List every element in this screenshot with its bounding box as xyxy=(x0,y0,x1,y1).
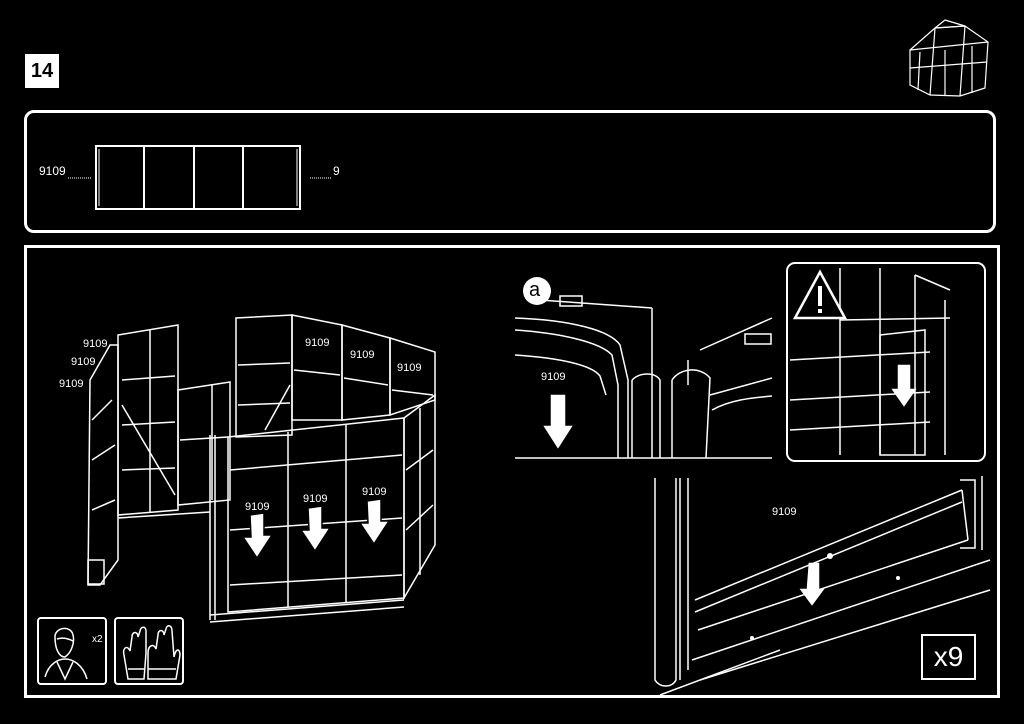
part-quantity-label: 9 xyxy=(333,164,340,178)
top-label-2: 9109 xyxy=(350,349,375,361)
step-number: 14 xyxy=(25,54,59,88)
detail-a-marker: a xyxy=(529,279,541,301)
helpers-count: x2 xyxy=(92,634,103,645)
top-label-1: 9109 xyxy=(305,337,330,349)
bottom-detail-label: 9109 xyxy=(772,506,797,518)
part-code-label: 9109 xyxy=(39,164,66,178)
arrow-label-1: 9109 xyxy=(245,501,270,513)
arrow-label-3: 9109 xyxy=(362,486,387,498)
two-person-icon: x2 xyxy=(37,617,107,685)
arrow-label-2: 9109 xyxy=(303,493,328,505)
top-label-3: 9109 xyxy=(397,362,422,374)
parts-panel xyxy=(24,110,996,233)
left-label-3: 9109 xyxy=(59,378,84,390)
left-label-1: 9109 xyxy=(83,338,108,350)
repeat-count-badge: x9 xyxy=(921,634,976,680)
left-label-2: 9109 xyxy=(71,356,96,368)
gloves-icon xyxy=(114,617,184,685)
assembly-panel xyxy=(24,245,1000,698)
detail-a-label: 9109 xyxy=(541,371,566,383)
